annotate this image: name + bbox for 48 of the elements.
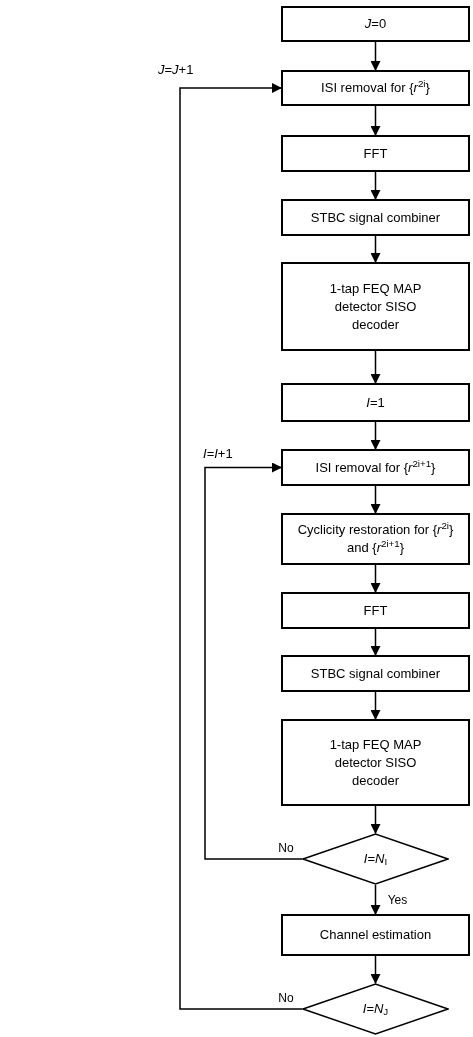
node-text: J=0	[364, 15, 387, 33]
decision-diamond	[302, 983, 449, 1035]
node-text: FFT	[363, 144, 388, 163]
process-box	[281, 6, 470, 42]
arrow	[370, 485, 381, 514]
loop-label: I=I+1	[203, 446, 233, 462]
arrow	[370, 350, 381, 384]
edge-label: Yes	[386, 892, 409, 907]
process-box	[281, 513, 470, 565]
process-box	[281, 383, 470, 422]
arrow	[370, 691, 381, 720]
node-text: Cyclicity restoration for {r$^{2i}$} and {r$^{2i+1}$}	[296, 521, 455, 557]
node-text: 1-tap FEQ MAP detector SISO decoder	[328, 279, 423, 334]
arrow	[370, 235, 381, 263]
process-box	[281, 592, 470, 629]
node-text: I=N$_{J}$	[362, 1000, 389, 1018]
process-box	[281, 719, 470, 806]
node-text: Channel estimation	[319, 926, 432, 944]
edge-label: No	[277, 841, 295, 855]
arrow	[370, 41, 381, 71]
arrow	[370, 884, 381, 915]
process-box	[281, 135, 470, 172]
process-box	[281, 914, 470, 956]
decision-diamond	[302, 833, 449, 885]
arrow	[370, 564, 381, 593]
node-text: I=1	[366, 393, 385, 412]
arrow	[370, 805, 381, 834]
arrow	[179, 83, 303, 1010]
node-text: FFT	[363, 601, 388, 620]
node-text: ISI removal for {r$^{2i+1}$}	[315, 458, 436, 477]
process-box	[281, 70, 470, 106]
node-text: STBC signal combiner	[310, 664, 441, 683]
process-box	[281, 655, 470, 692]
node-text: ISI removal for {r$^{2i}$}	[321, 79, 430, 97]
process-box	[281, 199, 470, 236]
arrow	[370, 105, 381, 136]
node-text: I=N$_{I}$	[363, 850, 388, 868]
node-text: 1-tap FEQ MAP detector SISO decoder	[328, 735, 423, 790]
arrow	[370, 955, 381, 984]
arrow	[370, 171, 381, 200]
loop-label: J=J+1	[158, 62, 194, 78]
node-text: STBC signal combiner	[310, 208, 441, 227]
arrow	[204, 462, 303, 860]
edge-label: No	[277, 991, 295, 1005]
process-box	[281, 262, 470, 351]
arrow	[370, 421, 381, 450]
arrow	[370, 628, 381, 656]
process-box	[281, 449, 470, 486]
